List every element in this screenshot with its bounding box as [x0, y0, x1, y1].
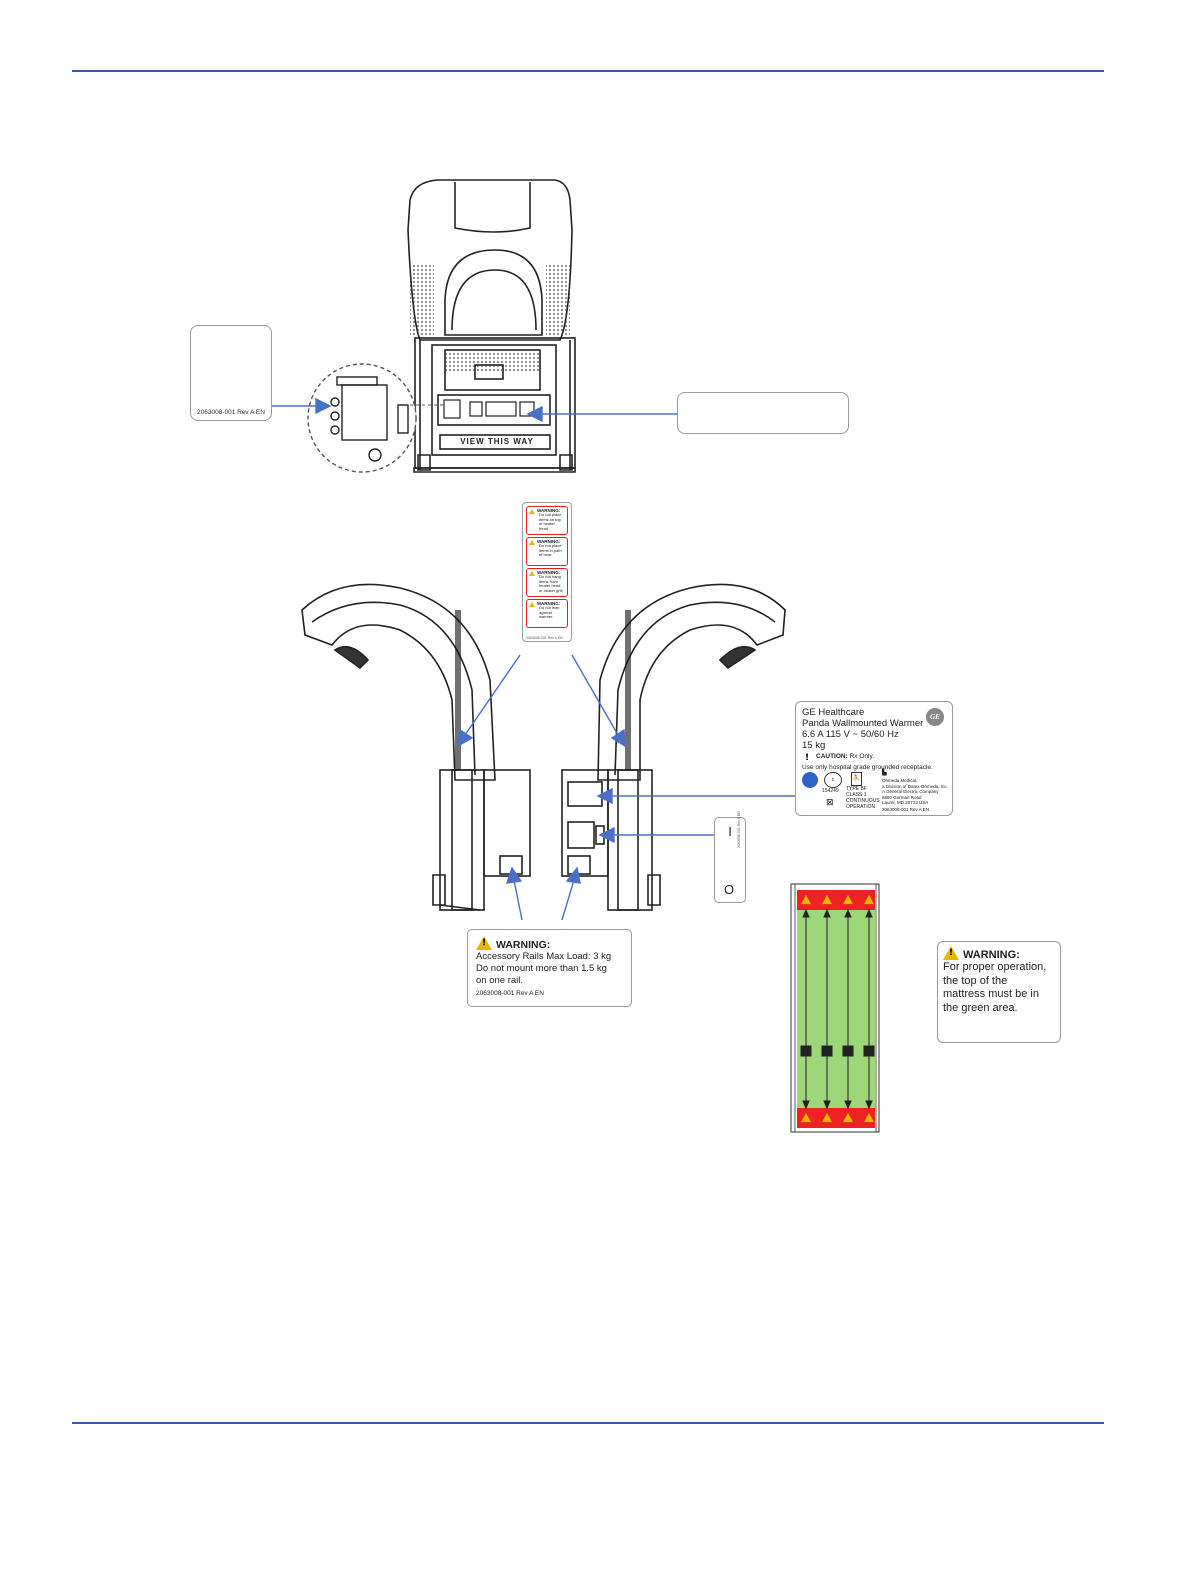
heater-warning-title: WARNING:: [537, 508, 561, 513]
rating-continuous: CONTINUOUS: [846, 798, 880, 804]
heater-warning-text: Do not place items in path of heat.: [539, 543, 562, 558]
mattress-warning-label: WARNING: For proper operation,the top of…: [937, 941, 1061, 1043]
rail-warning-line2: Do not mount more than 1.5 kg: [476, 963, 607, 974]
rating-manufacturer: Ohmeda Medical,a Division of Datex-Ohmed…: [882, 778, 948, 806]
rail-warning-part: 2063008-001 Rev A EN: [476, 990, 544, 997]
rating-product: Panda Wallmounted Warmer: [802, 718, 924, 729]
heater-warning-text: Do not place items on top of heater head…: [539, 512, 562, 531]
panel-orientation-label: VIEW THIS WAY: [460, 437, 534, 446]
warning-icon: [529, 571, 535, 576]
rating-caution-word: CAUTION:: [816, 753, 848, 760]
warning-icon: [476, 936, 492, 950]
type-bf-icon: ⛹: [851, 772, 862, 786]
manufacturer-line: A General Electric Company: [882, 789, 939, 795]
heater-warning-text: Do not hang items from heater head or he…: [539, 574, 564, 593]
caution-icon: [802, 751, 812, 764]
rating-operation: OPERATION: [846, 804, 876, 810]
rail-warning-line1: Accessory Rails Max Load: 3 kg: [476, 951, 612, 962]
heater-warning-title: WARNING:: [537, 570, 561, 575]
manufacturer-line: a Division of Datex-Ohmeda, Inc.: [882, 783, 949, 789]
header-rule: [72, 70, 1104, 72]
mattress-warning-line: For proper operation,: [943, 961, 1047, 973]
warning-icon: [943, 946, 959, 960]
rail-warning-line3: on one rail.: [476, 975, 524, 986]
mattress-warning-line: the top of the: [943, 974, 1008, 987]
heater-warning-title: WARNING:: [537, 539, 561, 544]
rating-label: GE GE Healthcare Panda Wallmounted Warme…: [795, 701, 953, 816]
manufacturer-line: Ohmeda Medical,: [882, 778, 918, 783]
heater-warning-title: WARNING:: [537, 601, 561, 606]
switch-off-symbol: O: [723, 882, 735, 897]
warning-icon: [529, 602, 535, 607]
mattress-warning-title: WARNING:: [963, 949, 1020, 961]
warning-icon: [529, 540, 535, 545]
rail-warning-title: WARNING:: [496, 939, 551, 951]
serial-label: 2063008-001 Rev A EN: [190, 325, 272, 421]
manufacturer-icon: ▙: [882, 769, 887, 776]
manufacturer-line: Laurel, MD 20723 USA: [882, 800, 929, 806]
weee-bin-icon: ⊠: [826, 798, 834, 808]
footer-rule: [72, 1422, 1104, 1424]
rating-type-bf: TYPE BF: [846, 786, 867, 792]
ge-logo: GE: [926, 708, 944, 726]
switch-label-part: 2063008-001 Rev A EN: [737, 811, 741, 848]
heater-warning-item: WARNING:Do not place items in path of he…: [526, 537, 568, 566]
heater-warning-item: WARNING:Do not place items on top of hea…: [526, 506, 568, 535]
switch-on-symbol: I: [728, 824, 732, 839]
rating-brand: GE Healthcare: [802, 707, 865, 718]
rating-part: 2063008-001 Rev A EN: [882, 807, 930, 812]
cert-mark-icon: c: [824, 772, 842, 788]
heater-warning-item: WARNING:Do not lean against warmer.: [526, 599, 568, 628]
mattress-warning-line: mattress must be in: [943, 988, 1039, 1000]
rating-electrical: 6.6 A 115 V ~ 50/60 Hz: [802, 729, 899, 740]
heater-warnings-part: 2063008-001 Rev A EN: [526, 636, 563, 640]
warning-icon: [529, 509, 535, 514]
rating-usage: Use only hospital grade grounded recepta…: [802, 764, 933, 771]
mattress-warning-line: the green area.: [943, 1001, 1018, 1014]
rail-warning-label: WARNING: Accessory Rails Max Load: 3 kg …: [467, 929, 632, 1007]
heater-warnings-label: WARNING:Do not place items on top of hea…: [522, 502, 572, 642]
connector-label: [677, 392, 849, 434]
heater-warning-item: WARNING:Do not hang items from heater he…: [526, 568, 568, 597]
rating-cert-number: 154249: [822, 788, 839, 794]
power-switch-label: I O 2063008-001 Rev A EN: [714, 811, 746, 903]
rating-class: CLASS 1: [846, 792, 867, 798]
heater-warning-text: Do not lean against warmer.: [539, 605, 560, 620]
rating-weight: 15 kg: [802, 740, 826, 751]
manual-icon: [802, 772, 818, 788]
rating-caution-text: Rx Only.: [849, 753, 875, 760]
serial-label-part: 2063008-001 Rev A EN: [197, 409, 265, 416]
manufacturer-line: 8880 Gorman Road: [882, 794, 922, 800]
